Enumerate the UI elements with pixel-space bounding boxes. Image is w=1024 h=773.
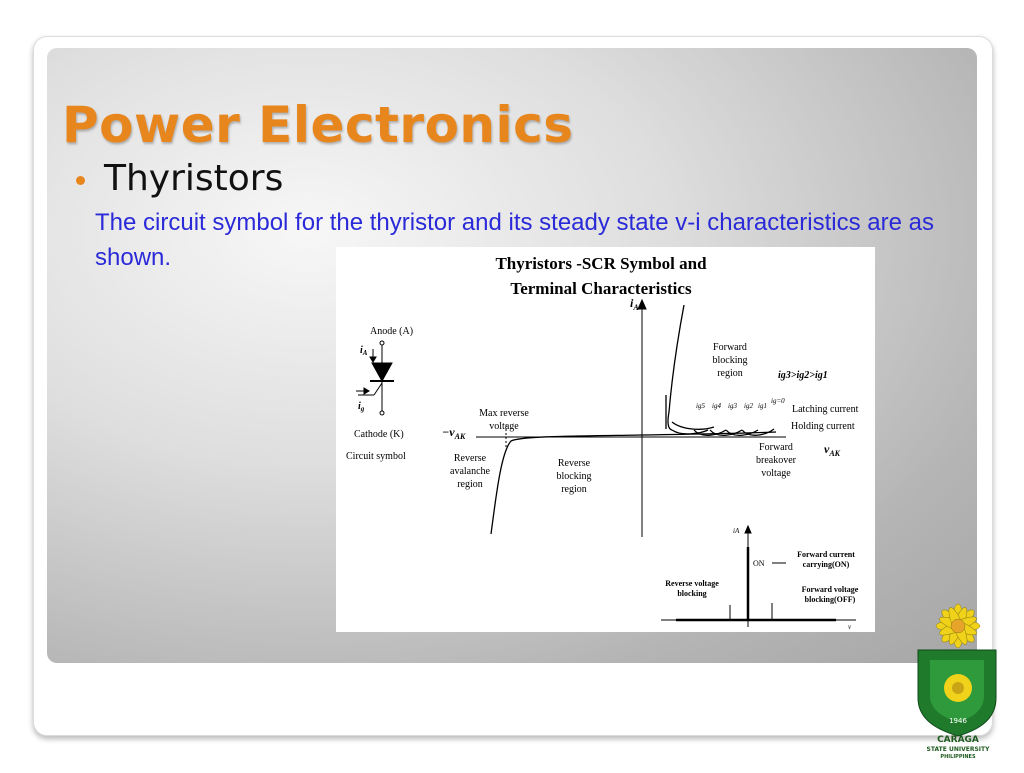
max-reverse-label-1: Max reverse: [479, 408, 529, 419]
circuit-symbol-caption: Circuit symbol: [346, 451, 406, 462]
positive-x-axis-label: vAK: [824, 442, 841, 458]
latching-current-label: Latching current: [792, 404, 859, 415]
vi-characteristic-curves: [490, 304, 777, 535]
gate-current-label: ig: [358, 401, 365, 413]
max-reverse-label-2: voltage: [489, 421, 519, 432]
slide-body-text: The circuit symbol for the thyristor and…: [95, 209, 934, 271]
logo-name-line2: STATE UNIVERSITY: [927, 746, 991, 753]
slide-title: Power Electronics: [62, 96, 574, 154]
negative-x-axis-label: −vAK: [442, 425, 466, 441]
inset-y-axis-label: iA: [733, 527, 740, 535]
holding-current-label: Holding current: [791, 421, 855, 432]
reverse-blocking-label-2: blocking: [557, 471, 592, 482]
diagram-title-line2: Terminal Characteristics: [510, 279, 692, 298]
forward-blocking-label-2: blocking: [713, 355, 748, 366]
gate-current-ig1-label: ig1: [758, 402, 767, 410]
bullet-point-icon: [76, 176, 85, 185]
anode-label: Anode (A): [370, 326, 413, 337]
diagram-title-line1: Thyristors -SCR Symbol and: [495, 254, 707, 273]
gate-current-ig5-label: ig5: [696, 402, 705, 410]
gate-current-ig2-label: ig2: [744, 402, 753, 410]
gate-current-zero-label: ig=0: [771, 397, 785, 405]
y-axis-label: iA: [630, 296, 639, 312]
gate-current-order-label: ig3>ig2>ig1: [778, 370, 828, 381]
forward-breakover-label-1: Forward: [759, 442, 793, 453]
gate-current-ig4-label: ig4: [712, 402, 721, 410]
logo-year: 1946: [949, 717, 967, 725]
university-logo: 1946 CARAGA STATE UNIVERSITY PHILIPPINES: [908, 598, 1004, 768]
forward-voltage-label-2: blocking(OFF): [805, 595, 856, 604]
forward-blocking-label-1: Forward: [713, 342, 747, 353]
reverse-avalanche-label-1: Reverse: [454, 453, 487, 464]
reverse-avalanche-label-3: region: [457, 479, 483, 490]
logo-name-line3: PHILIPPINES: [940, 754, 976, 760]
inset-on-label: ON: [753, 559, 765, 568]
anode-current-label: iA: [360, 345, 368, 357]
forward-current-label-1: Forward current: [797, 550, 855, 559]
reverse-voltage-label-2: blocking: [677, 589, 706, 598]
thyristor-diagram: Thyristors -SCR Symbol and Terminal Char…: [336, 247, 875, 632]
reverse-voltage-label-1: Reverse voltage: [665, 579, 719, 588]
inset-x-axis-label: v: [848, 623, 852, 631]
reverse-avalanche-label-2: avalanche: [450, 466, 491, 477]
reverse-blocking-label-1: Reverse: [558, 458, 591, 469]
forward-breakover-label-3: voltage: [761, 468, 791, 479]
shield-icon: [917, 649, 997, 737]
bullet-heading: Thyristors: [104, 158, 284, 199]
gate-current-ig3-label: ig3: [728, 402, 737, 410]
thyristor-icon: [371, 362, 393, 383]
forward-current-label-2: carrying(ON): [803, 560, 850, 569]
ideal-characteristic-inset: [661, 524, 856, 627]
logo-name-line1: CARAGA: [937, 735, 979, 745]
forward-breakover-label-2: breakover: [756, 455, 797, 466]
cathode-label: Cathode (K): [354, 429, 404, 440]
forward-voltage-label-1: Forward voltage: [802, 585, 859, 594]
vi-characteristic-axes: [476, 298, 786, 537]
forward-blocking-label-3: region: [717, 368, 743, 379]
sunflower-icon: [935, 603, 981, 649]
scr-circuit-symbol: Anode (A): [356, 326, 413, 416]
reverse-blocking-label-3: region: [561, 484, 587, 495]
